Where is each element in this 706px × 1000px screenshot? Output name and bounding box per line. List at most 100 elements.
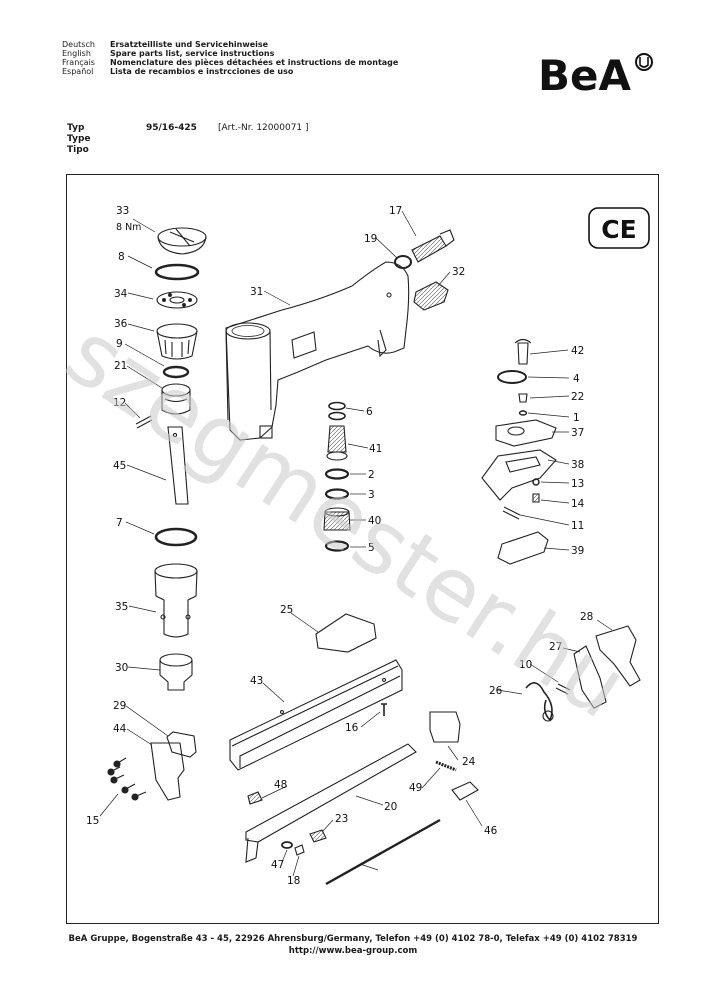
- part-label: 14: [571, 498, 585, 510]
- part-31-housing: [225, 261, 410, 441]
- torque-label: 8 Nm: [116, 222, 141, 233]
- part-label: 2: [368, 469, 375, 481]
- part-6-o-ring: [328, 411, 346, 421]
- part-10-pin: [555, 683, 571, 695]
- part-label: 6: [366, 406, 373, 418]
- part-label: 3: [368, 489, 375, 501]
- language-description: Lista de recambios e instrcciones de uso: [110, 67, 294, 76]
- part-label: 44: [113, 723, 127, 735]
- exploded-view-frame: [66, 174, 659, 924]
- language-description: Nomenclature des pièces détachées et ins…: [110, 58, 399, 67]
- part-37-plate: [495, 419, 557, 447]
- part-label: 45: [113, 460, 126, 472]
- part-39-safety: [497, 531, 549, 565]
- part-label: 46: [484, 825, 498, 837]
- article-number: [Art.-Nr. 12000071 ]: [218, 123, 309, 133]
- part-label: 39: [571, 545, 584, 557]
- language-row: Español Lista de recambios e instrcciones…: [62, 67, 398, 76]
- part-label: 23: [335, 813, 348, 825]
- part-label: 21: [114, 360, 127, 372]
- part-44-bracket: [150, 742, 185, 801]
- part-label: 31: [250, 286, 263, 298]
- language-name: Español: [62, 67, 94, 76]
- part-5-o-ring: [324, 540, 350, 552]
- part-21-piston: [161, 383, 191, 415]
- part-label: 9: [116, 338, 123, 350]
- type-labels: Typ Type Tipo: [67, 123, 90, 156]
- part-label: 8: [118, 251, 125, 263]
- part-42-valve-pin: [514, 338, 532, 365]
- part-24-guide: [429, 711, 461, 743]
- part-label: 41: [369, 443, 382, 455]
- language-name: Français: [62, 58, 95, 67]
- part-label: 40: [368, 515, 381, 527]
- part-33-cap: [157, 227, 207, 255]
- part-40-valve-body: [323, 507, 351, 531]
- part-35-cylinder: [154, 563, 198, 638]
- part-label: 11: [571, 520, 584, 532]
- language-name: English: [62, 49, 91, 58]
- part-label: 49: [409, 782, 422, 794]
- logo-text: BeA: [538, 51, 631, 98]
- part-47-part: [294, 844, 305, 856]
- part-label: 43: [250, 675, 263, 687]
- language-row: Français Nomenclature des pièces détachée…: [62, 58, 398, 67]
- language-description: Ersatzteilliste und Servicehinweise: [110, 40, 269, 49]
- part-14-screw: [532, 493, 540, 503]
- part-48-pusher: [309, 829, 327, 843]
- part-label: 24: [462, 756, 476, 768]
- part-label: 36: [114, 318, 128, 330]
- part-49-spring: [435, 760, 457, 772]
- part-3-o-ring: [324, 488, 350, 500]
- part-label: 38: [571, 459, 584, 471]
- watermark: szegmester.hu: [49, 301, 645, 738]
- part-label: 15: [86, 815, 99, 827]
- language-list: Deutsch Ersatzteilliste und Servicehinwei…: [62, 40, 398, 76]
- part-48-pusher: [247, 791, 263, 805]
- part-11-pin: [502, 506, 521, 520]
- part-41-valve: [326, 425, 348, 461]
- part-label: 27: [549, 641, 562, 653]
- part-label: 20: [384, 801, 397, 813]
- part-28-lever: [595, 625, 641, 687]
- part-label: 7: [116, 517, 123, 529]
- part-23-rail: [245, 743, 417, 863]
- part-label: 1: [573, 412, 580, 424]
- part-13-washer: [532, 478, 540, 486]
- language-name: Deutsch: [62, 40, 95, 49]
- ce-text: CE: [601, 215, 636, 244]
- part-label: 29: [113, 700, 126, 712]
- part-label: 5: [368, 542, 375, 554]
- footer-url[interactable]: http://www.bea-group.com: [288, 946, 418, 956]
- part-7-o-ring: [154, 527, 198, 547]
- part-label: 34: [114, 288, 128, 300]
- part-4-o-ring: [497, 370, 527, 384]
- part-45-driver-blade: [167, 426, 189, 505]
- part-19-washer: [394, 255, 412, 269]
- part-8-o-ring: [154, 263, 200, 281]
- part-15-screws: [107, 757, 147, 801]
- part-label: 42: [571, 345, 584, 357]
- part-25-block: [315, 613, 377, 653]
- model-number: 95/16-425: [146, 123, 197, 133]
- part-label: 4: [573, 373, 580, 385]
- part-34-disc: [156, 291, 198, 309]
- part-29-plate: [166, 731, 197, 758]
- part-2-o-ring: [324, 468, 350, 480]
- part-label: 30: [115, 662, 128, 674]
- type-label: Typ: [67, 123, 85, 133]
- footer-address: BeA Gruppe, Bogenstraße 43 - 45, 22926 A…: [68, 934, 638, 944]
- part-label: 16: [345, 722, 359, 734]
- part-label: 26: [489, 685, 503, 697]
- part-32-valve: [413, 281, 449, 311]
- part-17-air-fitting: [411, 229, 455, 263]
- part-36-head: [156, 323, 198, 360]
- part-label: 33: [116, 205, 129, 217]
- part-30-bumper: [159, 653, 193, 691]
- part-22-part: [518, 393, 528, 403]
- part-label: 48: [274, 779, 287, 791]
- type-label: Type: [67, 134, 91, 144]
- part-label: 37: [571, 427, 584, 439]
